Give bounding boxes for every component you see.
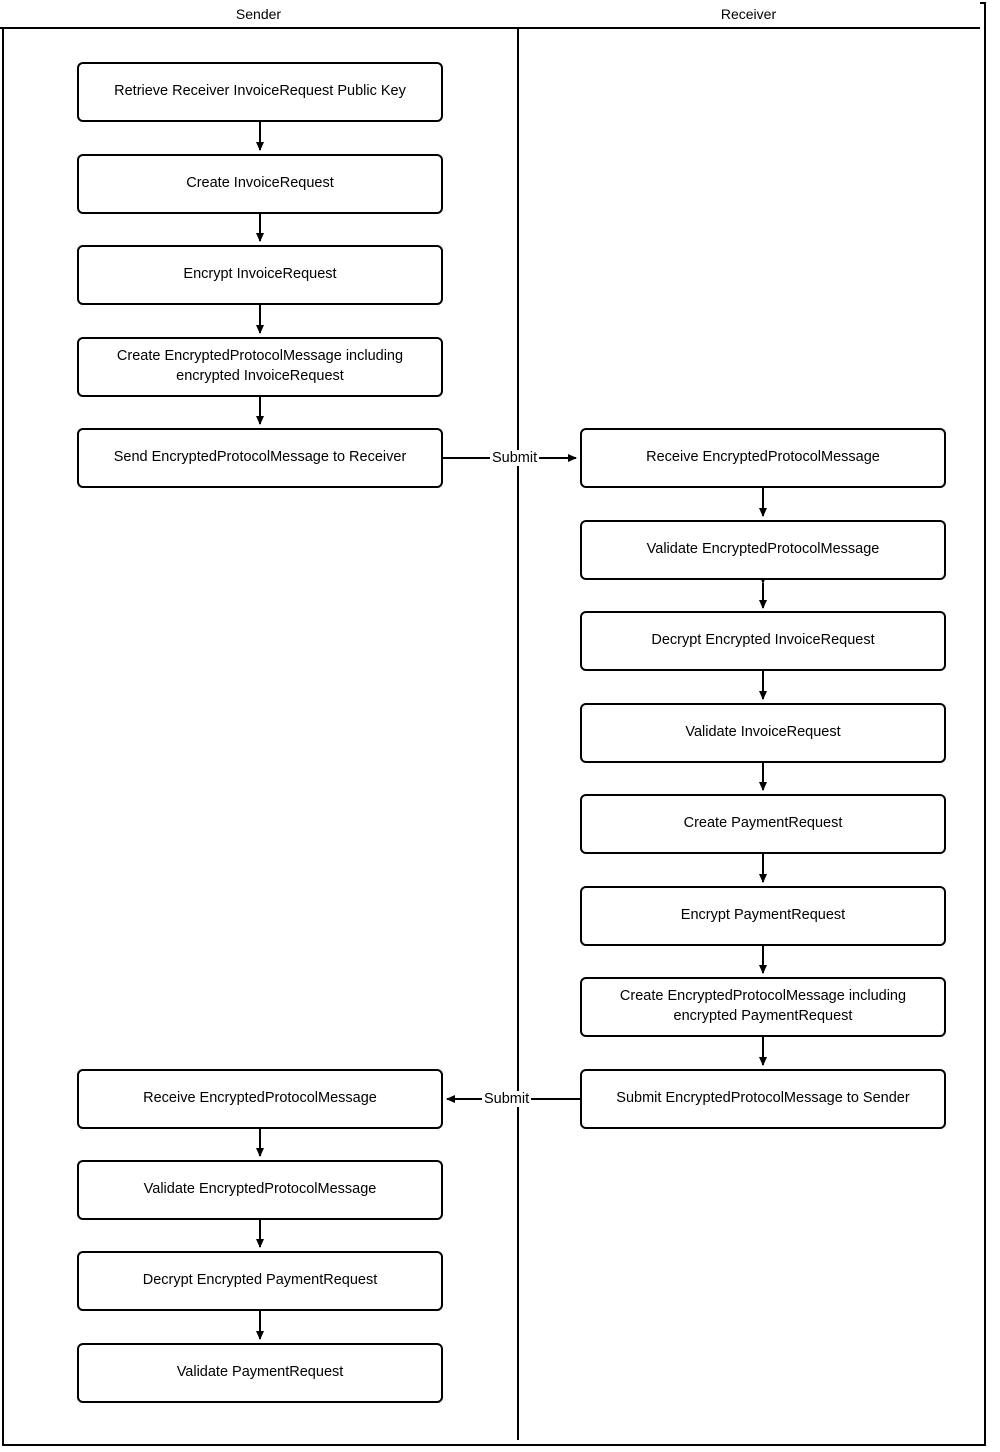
node-create-invoicerequest[interactable]: Create InvoiceRequest xyxy=(77,154,443,214)
node-validate-paymentrequest[interactable]: Validate PaymentRequest xyxy=(77,1343,443,1403)
node-create-epm-paymentrequest[interactable]: Create EncryptedProtocolMessage includin… xyxy=(580,977,946,1037)
node-submit-epm-to-sender[interactable]: Submit EncryptedProtocolMessage to Sende… xyxy=(580,1069,946,1129)
node-validate-invoicerequest[interactable]: Validate InvoiceRequest xyxy=(580,703,946,763)
node-receive-epm-receiver[interactable]: Receive EncryptedProtocolMessage xyxy=(580,428,946,488)
node-validate-epm-receiver[interactable]: Validate EncryptedProtocolMessage xyxy=(580,520,946,580)
node-validate-epm-sender[interactable]: Validate EncryptedProtocolMessage xyxy=(77,1160,443,1220)
lane-header-sender: Sender xyxy=(0,0,517,29)
edge-label-submit-to-sender: Submit xyxy=(482,1091,532,1107)
node-decrypt-encrypted-paymentrequest[interactable]: Decrypt Encrypted PaymentRequest xyxy=(77,1251,443,1311)
node-retrieve-receiver-public-key[interactable]: Retrieve Receiver InvoiceRequest Public … xyxy=(77,62,443,122)
node-send-epm-to-receiver[interactable]: Send EncryptedProtocolMessage to Receive… xyxy=(77,428,443,488)
edge-label-submit-to-receiver: Submit xyxy=(490,450,540,466)
node-receive-epm-sender[interactable]: Receive EncryptedProtocolMessage xyxy=(77,1069,443,1129)
lane-divider xyxy=(517,29,519,1440)
node-encrypt-invoicerequest[interactable]: Encrypt InvoiceRequest xyxy=(77,245,443,305)
node-encrypt-paymentrequest[interactable]: Encrypt PaymentRequest xyxy=(580,886,946,946)
node-create-paymentrequest[interactable]: Create PaymentRequest xyxy=(580,794,946,854)
node-decrypt-encrypted-invoicerequest[interactable]: Decrypt Encrypted InvoiceRequest xyxy=(580,611,946,671)
node-create-epm-invoicerequest[interactable]: Create EncryptedProtocolMessage includin… xyxy=(77,337,443,397)
lane-header-receiver: Receiver xyxy=(517,0,980,29)
